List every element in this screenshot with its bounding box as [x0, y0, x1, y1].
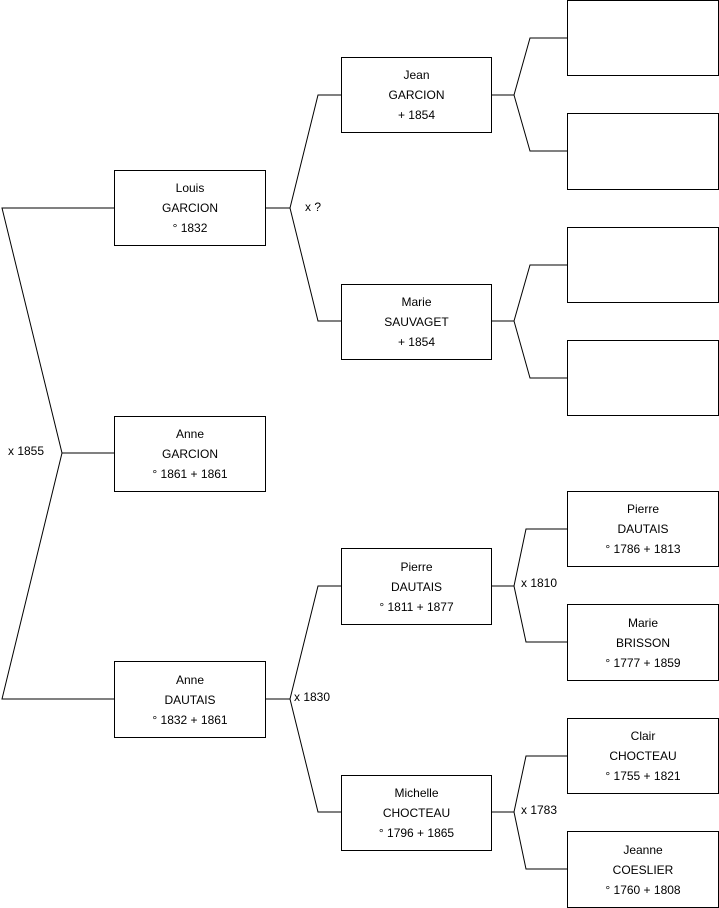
person-marie-brisson: Marie BRISSON ° 1777 + 1859	[567, 604, 719, 681]
first-name: Marie	[401, 295, 432, 309]
person-anne-dautais: Anne DAUTAIS ° 1832 + 1861	[114, 661, 266, 738]
connector-pierre-mother	[513, 585, 567, 643]
connector-anne-mother	[289, 698, 341, 813]
person-pierre-dautais-1786: Pierre DAUTAIS ° 1786 + 1813	[567, 491, 719, 567]
first-name: Marie	[627, 615, 658, 630]
dates: ° 1832 + 1861	[152, 712, 228, 727]
person-empty-slot	[567, 113, 719, 190]
first-name: Michelle	[394, 786, 439, 800]
first-name: Pierre	[626, 502, 659, 516]
connector-marie-father	[513, 264, 567, 322]
dates: ° 1861 + 1861	[152, 467, 228, 481]
marriage-label-root: x 1855	[8, 444, 45, 458]
person-jeanne-coeslier: Jeanne COESLIER ° 1760 + 1808	[567, 831, 719, 908]
dates: ° 1811 + 1877	[379, 599, 454, 614]
person-clair-chocteau: Clair CHOCTEAU ° 1755 + 1821	[567, 718, 719, 794]
connector-jean-father	[513, 37, 567, 96]
last-name: GARCION	[388, 88, 445, 102]
person-pierre-dautais-1811: Pierre DAUTAIS ° 1811 + 1877	[341, 548, 492, 625]
connector-louis-father	[289, 94, 341, 209]
dates: + 1854	[397, 108, 436, 122]
marriage-label-michelle: x 1783	[521, 803, 558, 817]
first-name: Anne	[175, 672, 205, 687]
last-name: DAUTAIS	[390, 579, 443, 594]
connector-marie-mother	[513, 320, 567, 379]
dates: ° 1832	[172, 221, 208, 235]
connector-pierre-father	[513, 528, 567, 587]
person-louis-garcion: Louis GARCION ° 1832	[114, 170, 266, 246]
person-michelle-chocteau: Michelle CHOCTEAU ° 1796 + 1865	[341, 775, 492, 851]
person-marie-sauvaget: Marie SAUVAGET + 1854	[341, 284, 492, 360]
person-empty-slot	[567, 227, 719, 303]
connector-michelle-mother	[513, 811, 567, 870]
first-name: Pierre	[400, 559, 433, 574]
person-empty-slot	[567, 340, 719, 416]
connector-jean-mother	[513, 94, 567, 152]
person-jean-garcion: Jean GARCION + 1854	[341, 57, 492, 133]
connector-michelle-father	[513, 755, 567, 813]
first-name: Jeanne	[623, 842, 663, 857]
dates: ° 1786 + 1813	[605, 542, 681, 556]
connector-root-mother	[1, 452, 114, 700]
last-name: GARCION	[161, 201, 218, 215]
last-name: DAUTAIS	[617, 522, 669, 536]
marriage-label-anne-dautais: x 1830	[294, 690, 331, 704]
last-name: CHOCTEAU	[382, 806, 451, 820]
connector-louis-mother	[289, 207, 341, 322]
last-name: COESLIER	[612, 862, 674, 877]
dates: ° 1760 + 1808	[605, 882, 681, 897]
connector-root-father	[1, 207, 114, 454]
dates: ° 1796 + 1865	[378, 826, 455, 840]
connector-anne-father	[289, 585, 341, 700]
last-name: DAUTAIS	[164, 692, 216, 707]
first-name: Jean	[403, 68, 430, 82]
last-name: GARCION	[161, 447, 218, 461]
last-name: SAUVAGET	[384, 315, 449, 329]
dates: ° 1755 + 1821	[605, 769, 681, 783]
first-name: Louis	[175, 181, 205, 195]
marriage-label-pierre: x 1810	[521, 576, 558, 590]
first-name: Anne	[175, 427, 205, 441]
last-name: CHOCTEAU	[609, 749, 677, 763]
marriage-label-louis: x ?	[305, 200, 322, 214]
first-name: Clair	[630, 729, 656, 743]
person-anne-garcion: Anne GARCION ° 1861 + 1861	[114, 416, 266, 492]
dates: + 1854	[397, 335, 436, 349]
last-name: BRISSON	[615, 635, 670, 650]
dates: ° 1777 + 1859	[605, 655, 681, 670]
person-empty-slot	[567, 0, 719, 76]
